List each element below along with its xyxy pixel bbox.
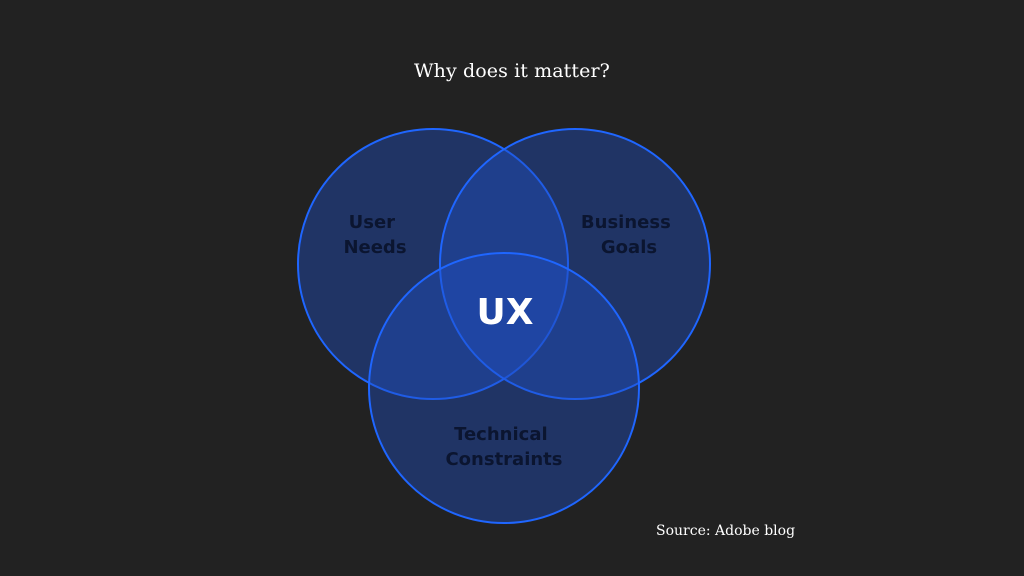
circle-user-needs: [297, 128, 569, 400]
label-technical-constraints-line-1: Technical: [454, 424, 548, 445]
label-business-goals-line-2: Goals: [601, 237, 657, 258]
label-business-goals: Business Goals: [581, 212, 677, 258]
label-technical-constraints-line-2: Constraints: [445, 449, 562, 470]
source-note: Source: Adobe blog: [656, 523, 796, 539]
label-user-needs-line-1: User: [349, 212, 396, 233]
center-label-ux: UX: [477, 292, 534, 333]
label-user-needs: User Needs: [343, 212, 406, 258]
page-title: Why does it matter?: [414, 60, 610, 82]
label-business-goals-line-1: Business: [581, 212, 671, 233]
circle-business-goals: [439, 128, 711, 400]
label-technical-constraints: Technical Constraints: [445, 424, 562, 470]
circle-technical-constraints: [368, 252, 640, 524]
label-user-needs-line-2: Needs: [343, 237, 406, 258]
